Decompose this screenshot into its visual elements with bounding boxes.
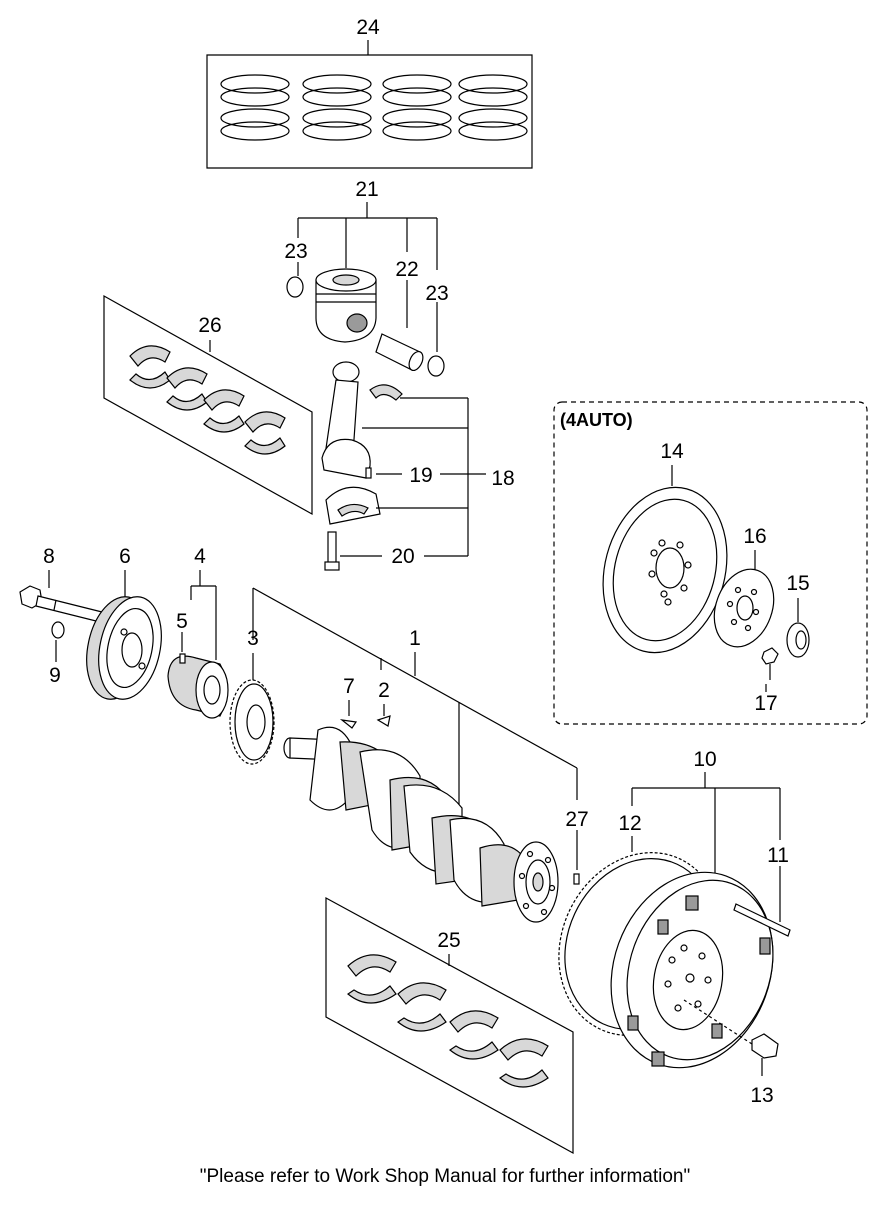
label-23-left: 23 — [284, 240, 307, 263]
flywheel-dowel[interactable] — [733, 903, 791, 937]
spacer-bushing[interactable] — [786, 622, 810, 658]
conrod-pin[interactable] — [365, 467, 372, 479]
label-27: 27 — [565, 808, 588, 831]
piston[interactable] — [286, 268, 377, 343]
label-9: 9 — [49, 664, 61, 687]
conrod-bearing[interactable] — [369, 384, 403, 401]
label-5: 5 — [176, 610, 188, 633]
label-20: 20 — [391, 545, 414, 568]
flywheel-bolt[interactable] — [751, 1033, 779, 1059]
label-7: 7 — [343, 675, 355, 698]
crankshaft-pulley[interactable] — [78, 591, 170, 705]
timing-gear[interactable] — [229, 679, 275, 765]
dowel-pin[interactable] — [573, 873, 580, 885]
label-25: 25 — [437, 929, 460, 952]
drive-plate[interactable] — [585, 473, 744, 666]
snap-ring[interactable] — [427, 355, 445, 377]
label-11: 11 — [767, 844, 789, 867]
label-16: 16 — [743, 525, 766, 548]
piston-pin[interactable] — [375, 333, 426, 373]
label-4: 4 — [194, 545, 206, 568]
flywheel[interactable] — [585, 849, 800, 1090]
auto-box-title: (4AUTO) — [560, 410, 633, 430]
pulley-bolt[interactable] — [19, 585, 103, 623]
main-bearing-set-upper[interactable] — [103, 294, 313, 516]
label-22: 22 — [395, 258, 418, 281]
label-26: 26 — [198, 314, 221, 337]
label-13: 13 — [750, 1084, 773, 1107]
connecting-rod[interactable] — [321, 361, 371, 479]
label-1: 1 — [409, 627, 421, 650]
crankshaft[interactable] — [283, 726, 559, 923]
woodruff-key[interactable] — [339, 715, 391, 729]
label-19: 19 — [409, 464, 432, 487]
label-6: 6 — [119, 545, 131, 568]
label-18: 18 — [491, 467, 514, 490]
label-23-right: 23 — [425, 282, 448, 305]
label-15: 15 — [786, 572, 809, 595]
washer[interactable] — [51, 621, 65, 639]
label-14: 14 — [660, 440, 684, 463]
auto-transmission-box — [553, 401, 868, 725]
crankshaft-sprocket[interactable] — [167, 653, 229, 719]
drive-plate-bolt[interactable] — [761, 647, 779, 680]
label-8: 8 — [43, 545, 55, 568]
adapter-plate[interactable] — [704, 561, 784, 655]
piston-ring-set[interactable] — [206, 54, 533, 169]
label-24: 24 — [356, 16, 380, 39]
label-2: 2 — [378, 679, 390, 702]
label-10: 10 — [693, 748, 716, 771]
label-12: 12 — [618, 812, 641, 835]
conrod-cap[interactable] — [325, 486, 381, 525]
main-bearing-set-lower[interactable] — [325, 896, 574, 1155]
footer-note: "Please refer to Work Shop Manual for fu… — [200, 1166, 690, 1187]
label-21: 21 — [355, 178, 378, 201]
label-17: 17 — [754, 692, 777, 715]
conrod-bolt[interactable] — [324, 531, 340, 571]
